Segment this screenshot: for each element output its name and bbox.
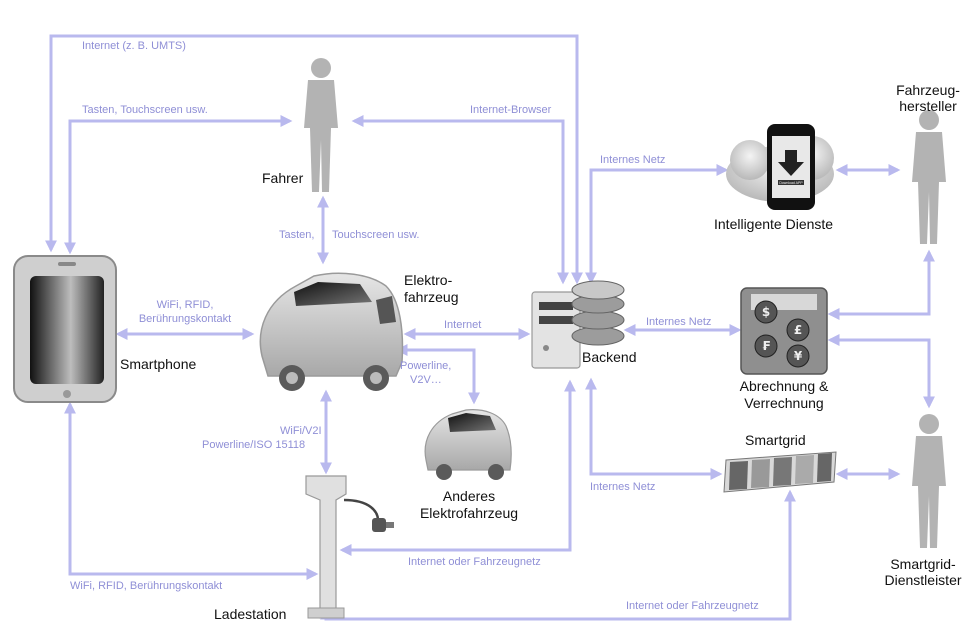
smartphone-label: Smartphone [120, 356, 197, 372]
station-label: Ladestation [214, 606, 287, 622]
other-car-label-line2: Elektrofahrzeug [419, 505, 519, 521]
edge-phone-station [64, 401, 319, 580]
smartgrid-solar-panel-icon [723, 451, 837, 493]
backend-server-icon [531, 280, 625, 369]
edge-billing-grid-provider [827, 334, 935, 409]
driver-label: Fahrer [262, 170, 304, 186]
grid-provider-label-line1: Smartgrid- [890, 556, 956, 572]
manufacturer-label-line1: Fahrzeug- [896, 82, 960, 98]
connections [45, 34, 935, 621]
edge-keys-phone-driver [64, 115, 293, 255]
billing-terminal-icon: $ £ ₣ ¥ [740, 287, 828, 375]
services-label: Intelligente Dienste [714, 216, 834, 232]
edge-label-internal-bottom: Internes Netz [590, 481, 656, 493]
other-car-icon [424, 409, 512, 480]
smartgrid-label: Smartgrid [745, 432, 806, 448]
car-label-line1: Elektro- [404, 272, 453, 288]
billing-label-line2: Verrechnung [744, 395, 824, 411]
edge-label-powerline-b: V2V… [410, 374, 442, 386]
grid-provider-figure-icon [912, 414, 946, 548]
edge-label-keys-touch-top: Tasten, Touchscreen usw. [82, 104, 208, 116]
edge-label-wifi-v2i-b: Powerline/ISO 15118 [202, 439, 306, 451]
edge-label-wifi-v2i-a: WiFi/V2I [280, 425, 322, 437]
manufacturer-label-line2: hersteller [899, 98, 957, 114]
yen-icon: ¥ [794, 349, 803, 363]
database-icon [571, 280, 625, 346]
other-car-label-line1: Anderes [442, 488, 496, 504]
edge-label-internet-vehicle-b: Internet oder Fahrzeugnetz [626, 600, 759, 612]
edge-label-keys-mid-b: Touchscreen usw. [332, 229, 420, 241]
edge-label-internal-top: Internes Netz [600, 154, 666, 166]
edge-internal-services [585, 164, 729, 285]
edge-label-powerline-a: Powerline, [400, 360, 452, 372]
edge-internet-umts [45, 34, 583, 285]
manufacturer-figure-icon [912, 110, 946, 244]
car-label-line2: fahrzeug [404, 289, 459, 305]
edge-browser [351, 115, 569, 285]
edge-billing-manufacturer [827, 249, 935, 320]
edge-label-internet-mid: Internet [444, 319, 482, 331]
driver-figure-icon [304, 58, 338, 192]
backend-label: Backend [582, 349, 637, 365]
pound-icon: £ [794, 323, 802, 337]
edge-label-wifi-rfid-b: Berührungskontakt [138, 313, 232, 325]
billing-label-line1: Abrechnung & [739, 378, 829, 394]
charging-station-icon [305, 475, 394, 619]
edge-label-internet-umts: Internet (z. B. UMTS) [82, 40, 186, 52]
edge-label-internal-mid: Internes Netz [646, 316, 712, 328]
app-phone-icon: Download APP [767, 124, 815, 210]
dollar-icon: $ [762, 305, 770, 319]
edge-backend-smartgrid [585, 377, 723, 480]
edge-label-wifi-rfid-bottom: WiFi, RFID, Berührungskontakt [70, 580, 223, 592]
edge-label-browser: Internet-Browser [470, 104, 552, 116]
smartphone-icon [13, 255, 117, 403]
edge-label-internet-vehicle-a: Internet oder Fahrzeugnetz [408, 556, 541, 568]
grid-provider-label-line2: Dienstleister [884, 572, 962, 588]
edge-label-wifi-rfid-a: WiFi, RFID, [156, 299, 214, 311]
electric-car-icon [259, 272, 404, 391]
edge-label-keys-mid-a: Tasten, [279, 229, 315, 241]
download-app-text: Download APP [779, 181, 803, 185]
franc-icon: ₣ [762, 339, 770, 353]
